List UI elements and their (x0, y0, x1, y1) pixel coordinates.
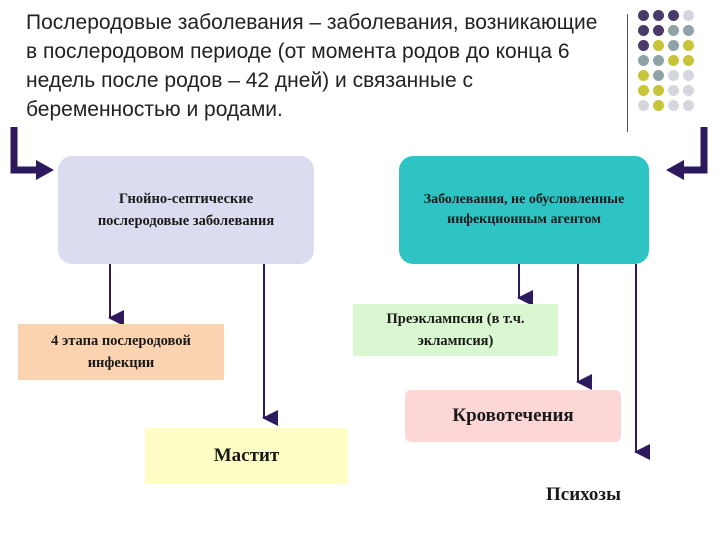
decorative-dot (683, 100, 694, 111)
decorative-dot (668, 70, 679, 81)
node-mastitis: Мастит (145, 428, 348, 484)
decorative-dot (668, 40, 679, 51)
decorative-dot (638, 70, 649, 81)
decorative-dot (683, 85, 694, 96)
decorative-dot (653, 40, 664, 51)
node-non-infectious-diseases: Заболевания, не обусловленные инфекционн… (399, 156, 649, 264)
decorative-dot (653, 85, 664, 96)
decorative-dot (668, 25, 679, 36)
bent-arrow-right (666, 127, 708, 180)
decorative-dot (668, 85, 679, 96)
decorative-dot (653, 100, 664, 111)
decorative-dot (683, 70, 694, 81)
decorative-dot (638, 55, 649, 66)
node-septic-diseases: Гнойно-септические послеродовые заболева… (58, 156, 314, 264)
node-preeclampsia-label: Преэклампсия (в т.ч. эклампсия) (386, 311, 525, 349)
node-septic-label: Гнойно-септические послеродовые заболева… (97, 191, 275, 229)
decorative-dot (668, 10, 679, 21)
decorative-dot (638, 10, 649, 21)
node-preeclampsia: Преэклампсия (в т.ч. эклампсия) (353, 304, 558, 356)
page-title: Послеродовые заболевания – заболевания, … (26, 11, 598, 121)
decorative-dot (668, 100, 679, 111)
node-psychoses: Психозы (546, 484, 621, 505)
node-infection-stages: 4 этапа послеродовой инфекции (18, 324, 224, 380)
decorative-dot (653, 25, 664, 36)
decorative-dot (653, 10, 664, 21)
decorative-dot (638, 85, 649, 96)
decorative-dot (638, 100, 649, 111)
node-non-infectious-label: Заболевания, не обусловленные инфекционн… (423, 192, 625, 227)
decorative-dot (683, 40, 694, 51)
node-mastitis-label: Мастит (213, 445, 280, 466)
decorative-dot (638, 40, 649, 51)
decorative-dot (653, 70, 664, 81)
decorative-dot (683, 25, 694, 36)
divider-line (627, 14, 628, 132)
bent-arrow-left (10, 127, 54, 180)
decorative-dot (683, 10, 694, 21)
node-bleeding-label: Кровотечения (452, 405, 574, 426)
node-stages-label: 4 этапа послеродовой инфекции (51, 333, 191, 371)
decorative-dot (683, 55, 694, 66)
decorative-dot (638, 25, 649, 36)
node-bleeding: Кровотечения (405, 390, 621, 442)
decorative-dot (668, 55, 679, 66)
decorative-dot (653, 55, 664, 66)
